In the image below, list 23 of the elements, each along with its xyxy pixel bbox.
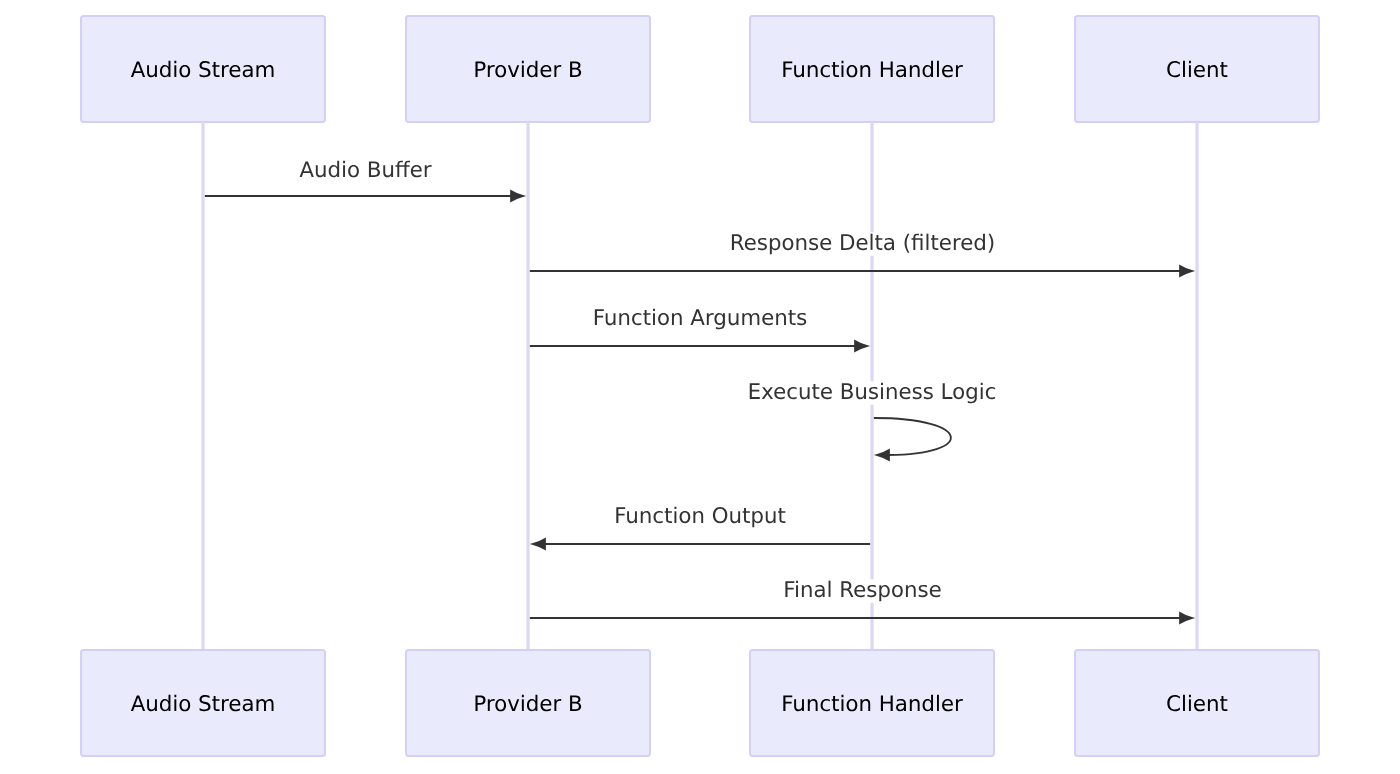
- edge-label: Final Response: [781, 579, 944, 603]
- lifeline: [526, 122, 530, 651]
- edge-label: Response Delta (filtered): [728, 232, 997, 256]
- self-arrow: [872, 417, 952, 461]
- edge-label: Function Arguments: [591, 307, 809, 331]
- participant-box: Audio Stream: [80, 15, 326, 123]
- participant-box: Client: [1074, 15, 1320, 123]
- participant-box: Function Handler: [749, 15, 995, 123]
- message-arrow: [528, 265, 1193, 277]
- participant-box: Provider B: [405, 15, 651, 123]
- edge-label: Audio Buffer: [298, 159, 433, 179]
- participant-box: Provider B: [405, 649, 651, 757]
- message-arrow: [532, 538, 872, 550]
- lifeline: [1195, 122, 1199, 651]
- participant-box: Audio Stream: [80, 649, 326, 757]
- edge-label: Execute Business Logic: [746, 381, 998, 405]
- lifeline: [201, 122, 205, 651]
- message-arrow: [203, 190, 524, 202]
- participant-box: Client: [1074, 649, 1320, 757]
- edge-label: Function Output: [612, 505, 788, 529]
- message-arrow: [528, 340, 868, 352]
- participant-box: Function Handler: [749, 649, 995, 757]
- message-arrow: [528, 612, 1193, 624]
